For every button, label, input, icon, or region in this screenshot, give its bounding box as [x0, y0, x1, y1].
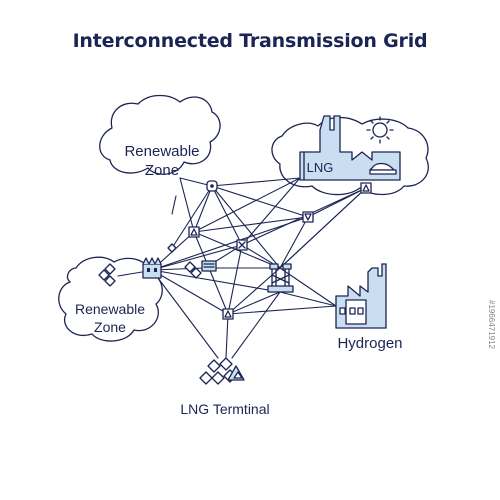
renewable-zone-left-label-1: Renewable	[75, 301, 145, 317]
renewable-zone-top-outline	[99, 94, 221, 175]
watermark-text: #1966471912	[487, 300, 496, 349]
lng-terminal-icon	[199, 357, 245, 385]
module-cluster-center	[184, 260, 217, 279]
grid-nodes	[167, 180, 372, 320]
renewable-zone-left-label-2: Zone	[94, 319, 126, 335]
transformer-tower-icon	[267, 263, 294, 293]
lng-terminal-label: LNG Termtinal	[180, 401, 269, 417]
renewable-zone-left-outline	[58, 256, 163, 342]
renewable-zone-top-label-1: Renewable	[124, 143, 199, 160]
lng-plant-label: LNG	[307, 160, 334, 175]
sun-icon	[366, 116, 394, 144]
hydrogen-label: Hydrogen	[337, 335, 402, 352]
hydrogen-plant-icon	[335, 263, 387, 329]
substation-icon	[142, 257, 162, 279]
node-diamond	[167, 243, 177, 253]
module-cluster-left	[98, 263, 116, 287]
diagram-title: Interconnected Transmission Grid	[72, 30, 428, 52]
lng-factory-icon: LNG	[299, 115, 401, 181]
renewable-zone-top-label-2: Zone	[145, 162, 179, 179]
